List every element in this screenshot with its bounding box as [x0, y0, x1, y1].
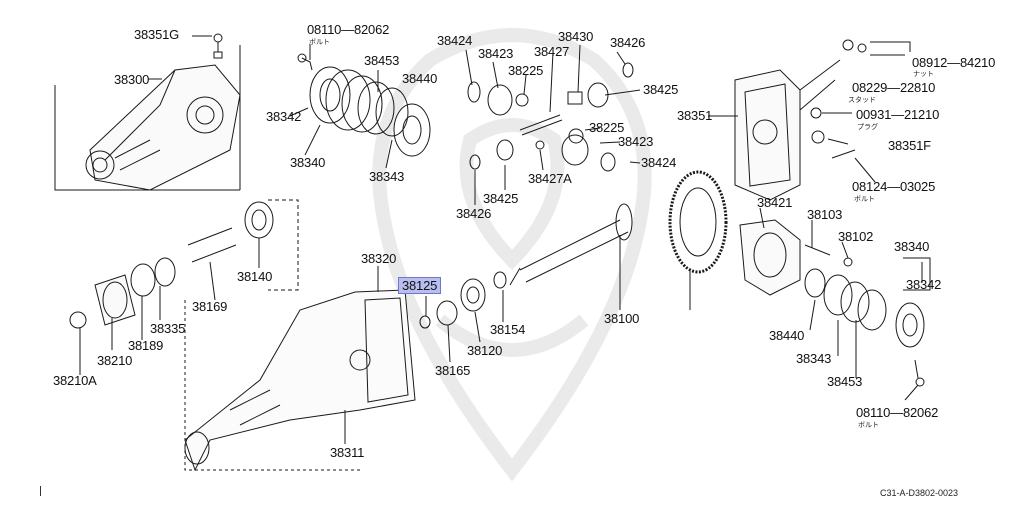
part-label: 38351G — [134, 27, 180, 42]
part-label: 38351F — [888, 138, 931, 153]
part-label: 38100 — [604, 311, 640, 326]
part-label: 38425 — [643, 82, 679, 97]
part-label: 38169 — [192, 299, 228, 314]
part-label: 38342 — [266, 109, 302, 124]
part-label: 38335 — [150, 321, 186, 336]
part-sublabel: ナット — [913, 70, 934, 78]
part-label: 08912—84210 — [912, 55, 996, 70]
part-label: 38423 — [618, 134, 654, 149]
part-label: 38140 — [237, 269, 273, 284]
part-label: 38427A — [528, 171, 572, 186]
part-label: 38440 — [402, 71, 438, 86]
part-label: 38426 — [456, 206, 492, 221]
part-label: 38340 — [894, 239, 930, 254]
part-label: 38424 — [641, 155, 677, 170]
part-label: 38165 — [435, 363, 471, 378]
part-label: 38120 — [467, 343, 503, 358]
part-sublabel: ボルト — [309, 38, 330, 46]
part-label: 38343 — [369, 169, 405, 184]
part-label: 38102 — [838, 229, 874, 244]
diagram-code: C31-A-D3802-0023 — [880, 488, 959, 498]
part-label: 38320 — [361, 251, 397, 266]
leader-lines — [79, 35, 923, 444]
part-label: 38423 — [478, 46, 514, 61]
part-label: 08110—82062 — [307, 22, 390, 37]
highlighted-part-label[interactable]: 38125 — [398, 277, 442, 294]
part-label: 38430 — [558, 29, 594, 44]
part-label: 38225 — [508, 63, 544, 78]
differential-assembly-illustration — [54, 33, 241, 191]
part-sublabel: ボルト — [854, 195, 875, 203]
part-label: 38343 — [796, 351, 832, 366]
part-label: 08110—82062 — [856, 405, 939, 420]
part-label: 38426 — [610, 35, 646, 50]
part-label: 38225 — [589, 120, 625, 135]
ring-gear-illustration — [668, 170, 728, 274]
part-label: 38424 — [437, 33, 473, 48]
part-label: 38300 — [114, 72, 150, 87]
part-label: 08124—03025 — [852, 179, 936, 194]
differential-case-illustration — [739, 219, 931, 387]
part-label: 38440 — [769, 328, 805, 343]
part-label: 38453 — [364, 53, 400, 68]
part-label: 38351 — [677, 108, 713, 123]
carrier-housing-illustration — [184, 289, 416, 472]
part-label: 38103 — [807, 207, 843, 222]
part-label: 38342 — [906, 277, 942, 292]
part-label: 00931—21210 — [856, 107, 940, 122]
side-retainer-group-top — [297, 53, 431, 157]
part-label: 38210 — [97, 353, 133, 368]
part-label: 38453 — [827, 374, 863, 389]
part-label: 38427 — [534, 44, 570, 59]
side-gears-group — [467, 62, 634, 172]
part-sublabel: ボルト — [858, 421, 879, 429]
watermark-emblem — [372, 28, 652, 482]
rear-cover-illustration — [734, 39, 911, 201]
part-sublabel: スタッド — [848, 96, 876, 104]
flange-seal-group — [69, 199, 299, 329]
part-label: 38189 — [128, 338, 164, 353]
part-sublabel: プラグ — [857, 123, 878, 131]
part-label: 38421 — [757, 195, 793, 210]
part-label: 38154 — [490, 322, 526, 337]
part-label: 38340 — [290, 155, 326, 170]
part-label: 38311 — [330, 445, 365, 460]
corner-mark — [40, 486, 41, 496]
part-label: 08229—22810 — [852, 80, 936, 95]
pinion-shaft-illustration — [419, 203, 633, 329]
part-label: 38210A — [53, 373, 97, 388]
part-label: 38425 — [483, 191, 519, 206]
